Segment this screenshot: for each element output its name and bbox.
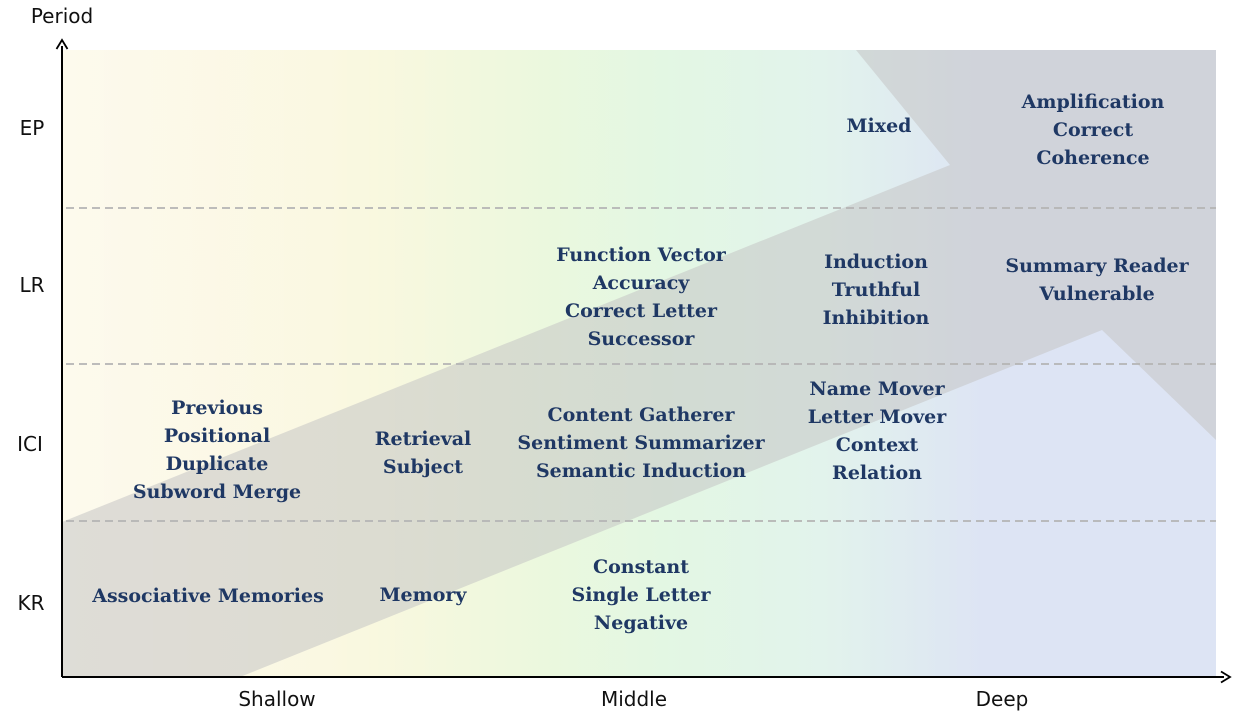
cell-kr-middle: Constant Single Letter Negative (571, 556, 711, 634)
cell-ici-shallow-middle: Retrieval Subject (375, 428, 472, 478)
x-tick-deep: Deep (976, 687, 1029, 711)
cell-lr-middle: Function Vector Accuracy Correct Letter … (556, 244, 727, 350)
cell-line: Context (836, 434, 919, 456)
cell-line: Relation (832, 462, 922, 484)
cell-line: Accuracy (592, 272, 691, 294)
y-tick-ici: ICI (17, 432, 43, 456)
cell-line: Memory (380, 584, 468, 606)
cell-line: Negative (594, 612, 688, 634)
x-tick-middle: Middle (601, 687, 667, 711)
cell-line: Letter Mover (808, 406, 948, 428)
cell-line: Summary Reader (1005, 255, 1189, 277)
cell-line: Sentiment Summarizer (517, 432, 765, 454)
x-axis-arrow (1220, 670, 1232, 684)
cell-line: Previous (171, 397, 263, 419)
cell-ici-middle: Content Gatherer Sentiment Summarizer Se… (517, 404, 765, 482)
y-tick-kr: KR (17, 591, 44, 615)
y-tick-lr: LR (19, 273, 44, 297)
cell-line: Single Letter (571, 584, 711, 606)
cell-line: Associative Memories (91, 585, 324, 607)
cell-line: Name Mover (809, 378, 945, 400)
cell-line: Coherence (1036, 147, 1149, 169)
cell-line: Inhibition (823, 307, 930, 329)
cell-line: Semantic Induction (536, 460, 746, 482)
x-tick-shallow: Shallow (238, 687, 315, 711)
cell-lr-middle-deep: Induction Truthful Inhibition (823, 251, 930, 329)
cell-lr-deep: Summary Reader Vulnerable (1005, 255, 1189, 305)
cell-kr-shallow: Associative Memories (91, 585, 324, 607)
y-tick-ep: EP (20, 116, 45, 140)
cell-line: Constant (593, 556, 689, 578)
cell-line: Mixed (847, 115, 912, 137)
cell-ici-middle-deep: Name Mover Letter Mover Context Relation (808, 378, 948, 484)
cell-line: Function Vector (556, 244, 727, 266)
cell-kr-shallow-middle: Memory (380, 584, 468, 606)
cell-line: Subword Merge (133, 481, 301, 503)
cell-line: Successor (588, 328, 696, 350)
cell-line: Correct Letter (565, 300, 718, 322)
cell-line: Vulnerable (1038, 283, 1154, 305)
cell-line: Correct (1053, 119, 1133, 141)
cell-line: Amplification (1021, 91, 1165, 113)
y-axis-arrow (55, 38, 69, 50)
cell-line: Induction (824, 251, 928, 273)
cell-ep-deep: Amplification Correct Coherence (1021, 91, 1165, 169)
cell-line: Duplicate (166, 453, 269, 475)
cell-ep-mixed: Mixed (847, 115, 912, 137)
cell-ici-shallow: Previous Positional Duplicate Subword Me… (133, 397, 301, 503)
cell-line: Retrieval (375, 428, 472, 450)
cell-line: Truthful (832, 279, 920, 301)
y-axis-title: Period (31, 4, 93, 28)
cell-line: Content Gatherer (547, 404, 735, 426)
cell-line: Positional (164, 425, 270, 447)
cell-line: Subject (383, 456, 463, 478)
